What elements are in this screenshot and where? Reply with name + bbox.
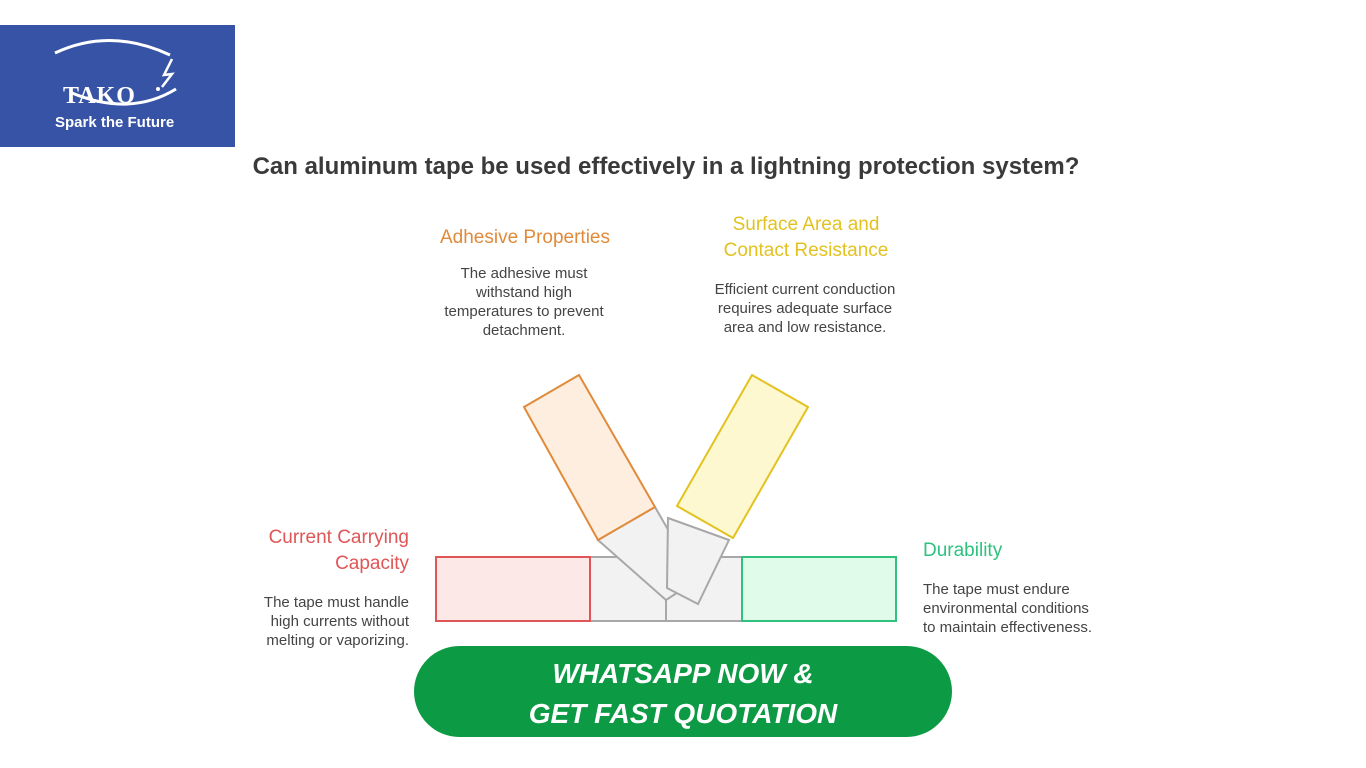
tape-strip-durability bbox=[741, 556, 897, 622]
cta-line-1: WHATSAPP NOW & bbox=[552, 657, 814, 689]
tape-strip-current bbox=[435, 556, 591, 622]
description-line: The adhesive must bbox=[460, 265, 588, 282]
whatsapp-quotation-button[interactable]: WHATSAPP NOW & GET FAST QUOTATION bbox=[414, 646, 952, 737]
factor-heading-line: Capacity bbox=[335, 553, 409, 574]
factor-heading-durability: Durability bbox=[923, 538, 1123, 564]
tape-strip-adhesive bbox=[522, 373, 657, 542]
factor-heading-adhesive: Adhesive Properties bbox=[410, 225, 640, 251]
description-line: high currents without bbox=[270, 613, 409, 630]
description-line: requires adequate surface bbox=[717, 300, 893, 317]
page-title: Can aluminum tape be used effectively in… bbox=[252, 153, 1080, 180]
brand-logo[interactable]: TAKO Spark the Future bbox=[0, 25, 235, 147]
factor-heading-line: Durability bbox=[923, 540, 1003, 561]
factor-description-durability: The tape must endure environmental condi… bbox=[923, 580, 1143, 637]
tape-strip-surface bbox=[675, 373, 810, 540]
logo-swoosh-icon bbox=[54, 39, 177, 106]
factor-heading-line: Surface Area and bbox=[732, 214, 880, 235]
description-line: detachment. bbox=[482, 322, 566, 339]
description-line: withstand high bbox=[476, 284, 572, 301]
description-line: The tape must handle bbox=[263, 594, 409, 611]
factor-heading-line: Current Carrying bbox=[268, 527, 409, 548]
description-line: temperatures to prevent bbox=[444, 303, 604, 320]
cta-line-2: GET FAST QUOTATION bbox=[528, 697, 838, 729]
logo-wordmark: TAKO bbox=[63, 83, 136, 109]
factor-heading-surface: Surface Area and Contact Resistance bbox=[686, 212, 926, 264]
description-line: The tape must endure bbox=[923, 581, 1070, 598]
factor-description-adhesive: The adhesive must withstand high tempera… bbox=[414, 264, 634, 340]
description-line: melting or vaporizing. bbox=[266, 632, 409, 649]
description-line: to maintain effectiveness. bbox=[923, 619, 1092, 636]
factor-heading-current: Current Carrying Capacity bbox=[220, 525, 409, 577]
center-block-diagonal-right bbox=[665, 516, 731, 606]
factor-heading-line: Contact Resistance bbox=[723, 240, 889, 261]
factor-description-surface: Efficient current conduction requires ad… bbox=[690, 280, 920, 337]
logo-tagline: Spark the Future bbox=[55, 114, 175, 131]
description-line: Efficient current conduction bbox=[714, 281, 896, 298]
factor-heading-line: Adhesive Properties bbox=[439, 227, 611, 248]
description-line: area and low resistance. bbox=[723, 319, 887, 336]
factor-description-current: The tape must handle high currents witho… bbox=[200, 593, 409, 650]
description-line: environmental conditions bbox=[923, 600, 1089, 617]
